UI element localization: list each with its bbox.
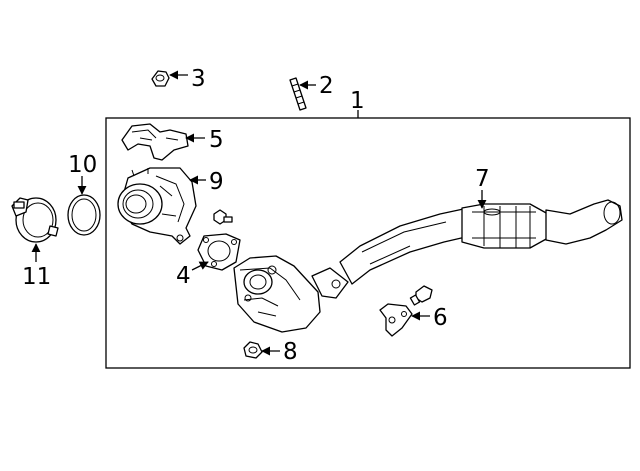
callout-5: 5 [209, 127, 224, 153]
callout-11: 11 [22, 264, 51, 290]
callout-10: 10 [68, 152, 97, 178]
callout-1: 1 [350, 88, 365, 114]
gasket-part-4 [197, 233, 241, 271]
callout-4-leader [191, 261, 209, 271]
nut-part-8 [243, 341, 263, 359]
turbo-housing-part-9 [117, 167, 197, 245]
callout-2: 2 [319, 73, 334, 99]
clamp-part-11 [11, 197, 59, 243]
callout-3: 3 [191, 66, 206, 92]
assembly-frame [105, 117, 631, 369]
nut-part-3 [151, 70, 170, 87]
bracket-part-6 [379, 285, 433, 337]
bolt-small [213, 209, 233, 225]
heat-shield-part-5 [121, 123, 189, 161]
stud-part-2 [289, 77, 307, 111]
callout-9: 9 [209, 169, 224, 195]
callout-8: 8 [283, 339, 298, 365]
callout-4: 4 [176, 263, 191, 289]
ring-gasket-part-10 [67, 194, 101, 236]
callout-7: 7 [475, 166, 490, 192]
exhaust-pipe-assembly-part-1 [233, 199, 623, 333]
callout-6: 6 [433, 305, 448, 331]
